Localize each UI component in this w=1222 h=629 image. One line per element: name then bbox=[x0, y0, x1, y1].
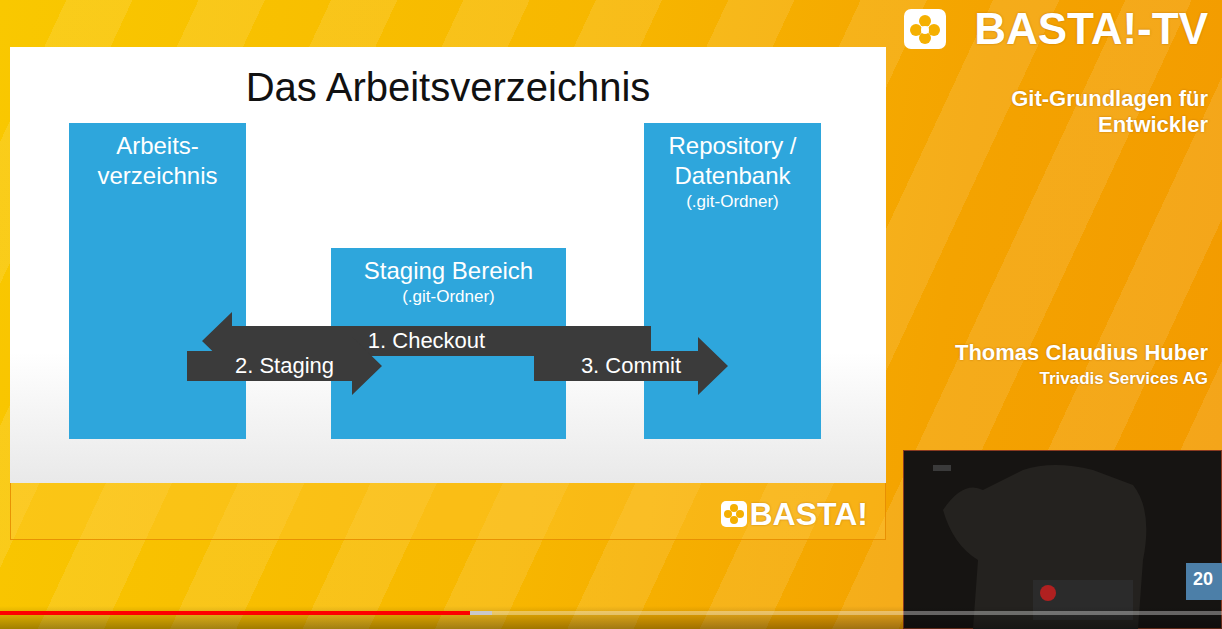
speaker-company: Trivadis Services AG bbox=[908, 368, 1208, 390]
player-controls bbox=[0, 606, 1222, 629]
progress-played bbox=[0, 611, 470, 615]
box-note: (.git-Ordner) bbox=[650, 191, 815, 213]
box-note: (.git-Ordner) bbox=[337, 286, 560, 308]
block-arrow bbox=[534, 337, 728, 395]
channel-logo: BASTA!-TV bbox=[908, 4, 1208, 54]
box-heading: Arbeits- verzeichnis bbox=[75, 131, 240, 191]
box-heading: Repository / Datenbank bbox=[650, 131, 815, 191]
basta-tv-icon bbox=[903, 8, 947, 50]
anniversary-badge: 20 bbox=[1186, 568, 1220, 590]
box-heading: Staging Bereich bbox=[337, 256, 560, 286]
talk-title: Git-Grundlagen für Entwickler bbox=[968, 86, 1208, 138]
arrow-label: 2. Staging bbox=[235, 353, 334, 379]
slide-logo: BASTA! bbox=[668, 495, 868, 533]
arrow-label: 1. Checkout bbox=[368, 328, 485, 354]
speaker-video bbox=[903, 450, 1222, 629]
process-box: Repository / Datenbank(.git-Ordner) bbox=[644, 123, 821, 439]
basta-slide-icon bbox=[720, 500, 748, 528]
progress-buffer bbox=[470, 611, 492, 615]
speaker-name: Thomas Claudius Huber bbox=[908, 340, 1208, 366]
block-arrow bbox=[187, 337, 382, 395]
slide-title: Das Arbeitsverzeichnis bbox=[10, 63, 886, 111]
arrow-label: 3. Commit bbox=[581, 353, 681, 379]
process-box: Arbeits- verzeichnis bbox=[69, 123, 246, 439]
